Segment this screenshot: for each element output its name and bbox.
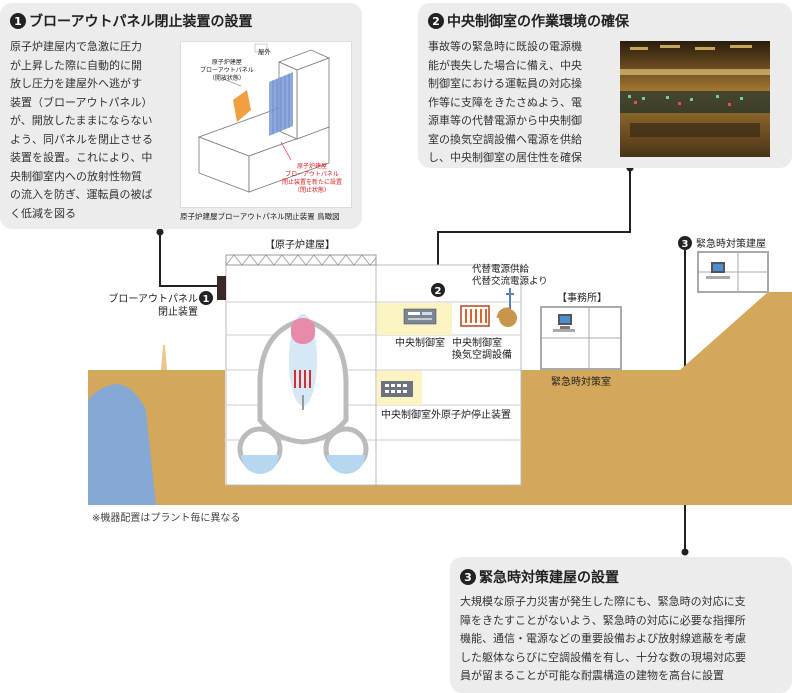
shutdown-panel-icon [381,381,413,397]
blowout-label-1: ブローアウトパネル [108,292,198,305]
shutdown-label: 中央制御室外原子炉停止装置 [381,408,511,421]
box2-line: 制御室における運転員の対応操 [428,77,582,90]
blowout-number: 1 [203,294,210,305]
box1-line: よう、同パネルを閉止させる [10,132,153,146]
alt-power-label-2: 代替交流電源より [472,275,548,287]
control-room-box: 2 中央制御室の作業環境の確保 事故等の緊急時に既設の電源機 能が喪失した場合に… [418,3,792,168]
reactor-building [217,254,522,486]
stack [161,345,167,370]
blowout-isometric [197,43,331,193]
hvac-label-2: 換気空調設備 [452,348,512,361]
power-number: 2 [435,286,442,297]
office-label: 【事務所】 [557,291,607,304]
blowout-panel-box: 1 ブローアウトパネル閉止装置の設置 原子炉建屋内で急激に圧力 が上昇した際に自… [0,3,362,229]
box3-line: 機能、通信・電源などの重要設備および放射線遮蔽を考慮 [460,632,746,645]
alt-power-label-1: 代替電源供給 [472,263,530,275]
box3-line: 障をきたすことがないよう、緊急時の対応に必要な指揮所 [460,613,746,627]
inset-caption: 原子炉建屋ブローアウトパネル閉止装置 鳥瞰図 [180,212,340,221]
leader-dot-1 [156,228,164,236]
panel-open-icon [233,90,251,122]
office-building [540,306,622,370]
inset-outside-label: 屋外 [258,48,271,56]
box3-line: した躯体ならびに空調設備を有し、十分な数の現場対応要 [460,650,746,664]
box2-number: 2 [428,13,444,29]
box1-line: く低減を図る [10,206,76,220]
box3-title: 3 緊急時対策建屋の設置 [460,567,619,587]
layout-note: ※機器配置はプラント毎に異なる [92,511,240,524]
hvac-icon [460,305,490,327]
leader-dot-3 [681,548,689,556]
box2-line: し、中央制御室の居住性を確保 [428,151,582,164]
box2-line: 室の換気空調設備へ電源を供給 [428,132,582,146]
box2-title: 2 中央制御室の作業環境の確保 [428,11,629,31]
box2-line: 作等に支障をきたさぬよう、電 [428,95,582,109]
box1-line: 装置を設置。これにより、中 [10,151,153,164]
control-panel-icon [403,308,437,325]
box1-line: 央制御室内への放射性物質 [10,169,142,183]
emergency-number: 3 [682,239,689,250]
box1-line: の流入を防ぎ、運転員の被ば [10,188,153,201]
control-room-label: 中央制御室 [395,336,445,349]
box1-line: が上昇した際に自動的に開 [10,58,142,72]
blowout-inset [180,41,352,208]
box3-line: 員が留まることが可能な耐震構造の建物を高台に設置 [460,669,724,682]
box3-number: 3 [460,569,476,585]
inset-open-label: 原子炉建屋 ブローアウトパネル （開放状態） [200,59,254,82]
box1-line: 装置（ブローアウトパネル） [10,95,153,109]
box2-line: 能が喪失した場合に備え、中央 [428,58,582,72]
box1-number: 1 [10,13,26,29]
control-room-photo [620,41,770,157]
inset-closed-label: 原子炉建屋 ブローアウトパネル 閉止装置を新たに設置 （閉止状態） [282,163,343,194]
box2-line: 事故等の緊急時に既設の電源機 [428,40,582,53]
emergency-building-label: 緊急時対策建屋 [696,237,766,250]
power-plug-icon [496,288,517,327]
emergency-building-box: 3 緊急時対策建屋の設置 大規模な原子力災害が発生した際にも、緊急時の対応に支 … [450,557,792,693]
box3-line: 大規模な原子力災害が発生した際にも、緊急時の対応に支 [460,595,746,608]
emergency-room-label: 緊急時対策室 [551,375,611,388]
reactor-building-label: 【原子炉建屋】 [265,238,335,251]
blowout-panel [217,276,226,300]
ground [88,292,792,505]
box1-line: 原子炉建屋内で急激に圧力 [10,40,142,53]
mountain [88,384,156,505]
box1-title: 1 ブローアウトパネル閉止装置の設置 [10,11,252,31]
box2-line: 源車等の代替電源から中央制御 [428,114,582,127]
emergency-building [697,251,769,293]
blowout-label-2: 閉止装置 [158,305,198,318]
box1-line: が、開放したままにならない [10,114,153,127]
box1-line: 放し圧力を建屋外へ逃がす [10,77,142,90]
hvac-label-1: 中央制御室 [452,336,502,349]
